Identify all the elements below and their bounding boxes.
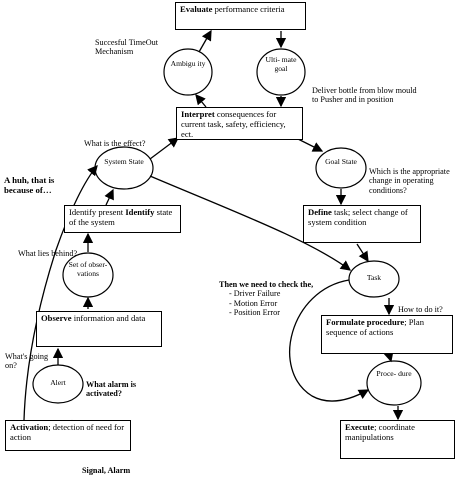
activation-key: Activation xyxy=(10,422,49,432)
evaluate-key: Evaluate xyxy=(180,4,213,14)
identify-box: Identify present Identify state of the s… xyxy=(64,205,181,233)
task-node xyxy=(348,260,400,298)
formulate-key: Formulate procedure xyxy=(326,317,405,327)
set-of-observations-label: Set of obser- vations xyxy=(68,260,108,278)
observe-rest: information and data xyxy=(71,313,146,323)
activation-box: Activation; detection of need for action xyxy=(5,420,131,451)
ambiguity-node xyxy=(163,48,213,96)
goal-state-node xyxy=(315,147,367,189)
alert-label: Alert xyxy=(50,378,66,387)
behind-annotation: What lies behind? xyxy=(18,249,78,258)
signal-annotation: Signal, Alarm xyxy=(82,466,131,475)
define-rest: task; select change of system condition xyxy=(308,207,408,227)
activation-rest: ; detection of need for action xyxy=(10,422,125,442)
define-key: Define xyxy=(308,207,332,217)
interpret-key: Interpret xyxy=(181,109,215,119)
observe-box: Observe information and data xyxy=(36,311,162,347)
formulate-box: Formulate procedure; Plan sequence of ac… xyxy=(321,315,453,354)
define-box: Define task; select change of system con… xyxy=(303,205,421,243)
identify-key: Identify xyxy=(125,207,155,217)
deliver-annotation: Deliver bottle from blow mould to Pusher… xyxy=(312,86,417,105)
change-annotation: Which is the appropriate change in opera… xyxy=(369,167,450,195)
howto-annotation: How to do it? xyxy=(398,305,443,314)
execute-rest: ; coordinate manipulations xyxy=(345,422,415,442)
procedure-node xyxy=(366,360,422,406)
evaluate-rest: performance criteria xyxy=(212,4,285,14)
ultimate-goal-node xyxy=(256,48,306,96)
alarm-annotation: What alarm is activated? xyxy=(86,380,137,399)
interpret-box: Interpret consequences for current task,… xyxy=(176,107,303,140)
evaluate-box: Evaluate performance criteria xyxy=(175,2,306,30)
formulate-rest: ; Plan sequence of actions xyxy=(326,317,425,337)
failure-item: Driver Failure xyxy=(229,289,339,298)
failure-item: Position Error xyxy=(229,308,339,317)
identify-pre: Identify present xyxy=(69,207,126,217)
execute-key: Execute xyxy=(345,422,375,432)
failure-item: Motion Error xyxy=(229,299,339,308)
execute-box: Execute; coordinate manipulations xyxy=(340,420,455,459)
task-label: Task xyxy=(366,273,382,282)
interpret-rest: consequences for current task, safety, e… xyxy=(181,109,286,139)
going-on-annotation: What's going on? xyxy=(5,352,49,371)
goal-state-label: Goal State xyxy=(325,157,357,166)
ahuh-annotation: A huh, that is because of… xyxy=(4,175,55,196)
ultimate-goal-label: Ulti- mate goal xyxy=(265,55,297,73)
observe-key: Observe xyxy=(41,313,72,323)
check-heading: Then we need to check the, xyxy=(219,280,314,289)
failure-list: Driver Failure Motion Error Position Err… xyxy=(229,289,339,317)
identify-rest: state of the system xyxy=(69,207,173,227)
system-state-label: System State xyxy=(104,157,144,166)
ambiguity-label: Ambigu ity xyxy=(170,59,206,68)
check-annotation: Then we need to check the, Driver Failur… xyxy=(219,280,339,318)
system-state-node xyxy=(94,146,154,190)
procedure-label: Proce- dure xyxy=(376,369,412,378)
timeout-annotation: Succesful TimeOut Mechanism xyxy=(95,38,159,57)
effect-annotation: What is the effect? xyxy=(84,139,146,148)
